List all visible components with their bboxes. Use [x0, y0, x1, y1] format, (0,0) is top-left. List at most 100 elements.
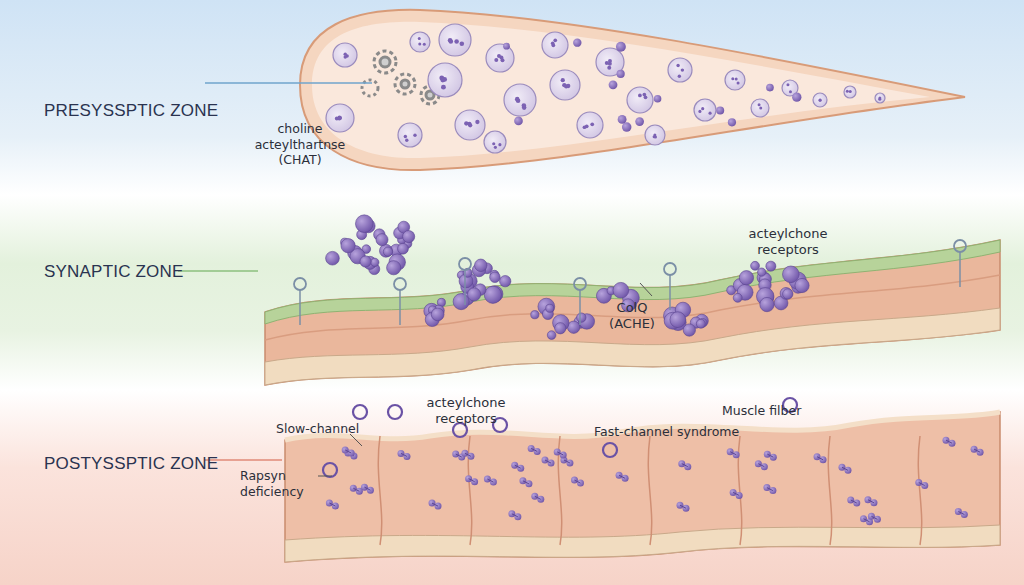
acetylcholine-dot [553, 38, 557, 42]
acetylcholinesterase [664, 263, 676, 275]
acetylcholine-molecule [751, 261, 760, 270]
receptor-link [353, 488, 359, 491]
acetylcholine-dot [681, 68, 684, 71]
acetylcholine-molecule [503, 43, 510, 50]
acetylcholine-dot [460, 41, 465, 46]
acetylcholine-dot [846, 90, 849, 93]
acetylcholine-molecule [371, 258, 379, 266]
receptor-link [767, 454, 773, 457]
acetylcholine-dot [561, 78, 565, 82]
synaptic-vesicle [333, 43, 357, 67]
acetylcholine-dot [735, 78, 738, 81]
acetylcholine-molecule [467, 288, 480, 301]
muscle-base [285, 525, 1000, 562]
receptor-label: acteylchone receptors [732, 226, 844, 259]
synaptic-vesicle [455, 110, 485, 140]
acetylcholine-dot [418, 42, 421, 45]
colq-stem [464, 270, 466, 305]
synaptic-vesicle [486, 44, 514, 72]
acetylcholine-molecule [795, 278, 809, 292]
acetylcholine-molecule [792, 93, 801, 102]
acetylcholine-molecule [783, 289, 793, 299]
receptor-link [919, 482, 925, 485]
acetylcholine-molecule [360, 256, 371, 267]
synaptic-vesicle [326, 104, 354, 132]
receptor-link [868, 500, 874, 503]
receptor-link [842, 467, 848, 470]
acetylcholine-molecule [577, 313, 586, 322]
acetylcholine-molecule [379, 244, 392, 257]
acetylcholine-molecule [514, 117, 523, 126]
synaptic-vesicle [627, 87, 653, 113]
receptor-link [619, 475, 625, 478]
acetylcholine-molecule [555, 323, 566, 334]
receptor-ring [388, 405, 402, 419]
leader-line [178, 270, 258, 272]
enzyme-label: choline acteylthartnse (CHAT) [250, 121, 350, 168]
acetylcholine-dot [335, 116, 339, 120]
acetylcholine-molecule [383, 247, 392, 256]
receptor-group [323, 398, 984, 525]
structure-label: Muscle filber [722, 403, 832, 419]
acetylcholine-dot [494, 58, 498, 62]
segment-line [738, 436, 741, 545]
acetylcholine-dot [475, 120, 479, 124]
receptor-link [730, 452, 736, 455]
segment-line [828, 436, 831, 545]
leader-line [318, 476, 332, 477]
colq-stem [669, 275, 671, 310]
syndrome-label: Slow-channel [276, 421, 376, 437]
sarcolemma [285, 412, 1000, 440]
acetylcholinesterase [294, 278, 306, 290]
acetylcholine-dot [498, 143, 501, 146]
acetylcholine-dot [404, 135, 407, 138]
acetylcholine-dot [737, 82, 740, 85]
acetylcholine-molecule [716, 106, 724, 114]
synaptic-vesicle [751, 99, 769, 117]
receptor-ring [353, 405, 367, 419]
acetylcholine-dot [468, 123, 472, 127]
synaptic-vesicle [410, 32, 430, 52]
acetylcholine-molecule [683, 324, 695, 336]
acetylcholine-dot [440, 78, 445, 83]
acetylcholine-dot [418, 37, 421, 40]
presynaptic-band [0, 0, 1024, 195]
receptor-link [864, 519, 870, 522]
acetylcholine-dot [454, 39, 459, 44]
synaptic-vesicle [875, 93, 885, 103]
acetylcholine-molecule [728, 118, 736, 126]
acetylcholine-dot [423, 43, 426, 46]
acetylcholine-dot [590, 122, 594, 126]
receptor-link [515, 465, 521, 468]
acetylcholine-molecule [568, 321, 580, 333]
acetylcholine-dot [819, 99, 822, 102]
receptor-ring [603, 443, 617, 457]
receptor-link [364, 487, 370, 490]
receptor-link [974, 449, 980, 452]
synaptic-vesicle [725, 70, 745, 90]
acetylcholine-molecule [500, 276, 511, 287]
acetylcholine-molecule [622, 122, 632, 132]
acetylcholine-molecule [475, 259, 487, 271]
receptor-link [758, 464, 764, 467]
acetylcholine-molecule [376, 234, 388, 246]
postsynaptic-band [0, 390, 1024, 585]
receptor-link [767, 488, 773, 491]
acetylcholine-molecule [670, 312, 686, 328]
zone-title: PRESYSSPTIC ZONE [44, 100, 219, 121]
acetylcholine-dot [522, 103, 527, 108]
terminal-cytoplasm [312, 22, 930, 158]
receptor-link [535, 496, 541, 499]
receptor-link [851, 500, 857, 503]
receptor-link [871, 516, 877, 519]
colq-stem [299, 290, 301, 325]
receptor-link [487, 479, 493, 482]
acetylcholine-dot [849, 90, 852, 93]
acetylcholine-dot [786, 83, 789, 86]
segment-line [918, 436, 921, 545]
acetylcholine-dot [654, 136, 657, 139]
synaptic-vesicle [439, 24, 471, 56]
zone-title: POSTYSSPTIC ZONE [44, 453, 219, 474]
